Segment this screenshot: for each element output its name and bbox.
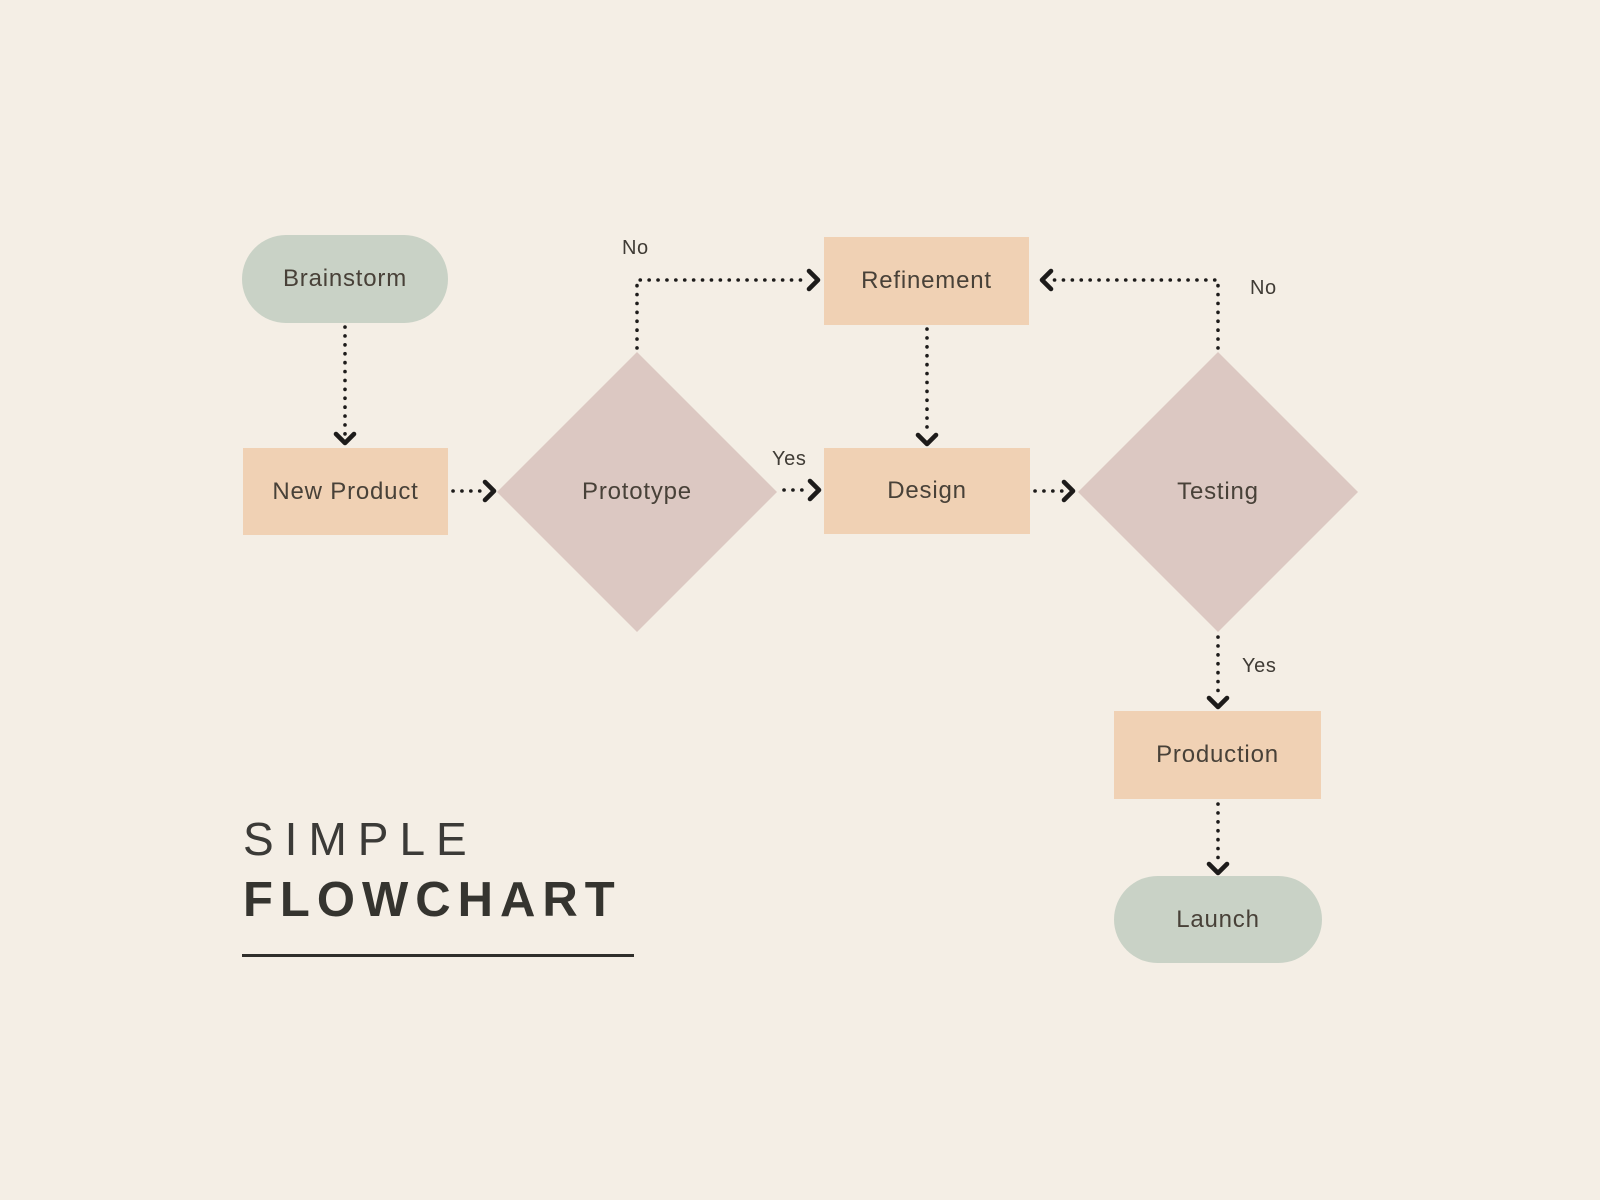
arrowhead-down-new-product <box>333 431 357 446</box>
node-new-product: New Product <box>243 448 448 535</box>
edge-label-testing-no: No <box>1250 277 1277 299</box>
node-design: Design <box>824 448 1030 534</box>
node-brainstorm: Brainstorm <box>242 235 448 323</box>
arrowhead-down-design <box>915 432 939 447</box>
node-testing-label: Testing <box>1177 478 1259 505</box>
arrowhead-down-launch <box>1206 861 1230 876</box>
edge-label-prototype-yes: Yes <box>772 448 807 470</box>
node-brainstorm-label: Brainstorm <box>282 265 408 292</box>
arrowhead-right-design <box>807 478 822 502</box>
node-launch-label: Launch <box>1176 905 1260 933</box>
arrowhead-down-production <box>1206 695 1230 710</box>
node-prototype-label: Prototype <box>582 478 692 505</box>
node-design-label: Design <box>887 477 967 504</box>
arrowhead-right-prototype <box>482 479 497 503</box>
arrowhead-right-refinement <box>806 268 821 292</box>
title-line2: FLOWCHART <box>243 873 622 927</box>
edge-testing-refinement <box>1051 278 1220 350</box>
edge-label-testing-yes: Yes <box>1242 655 1277 677</box>
node-new-product-label: New Product <box>272 477 419 505</box>
edge-prototype-refinement <box>635 278 808 350</box>
node-refinement: Refinement <box>824 237 1029 325</box>
node-refinement-label: Refinement <box>861 267 992 294</box>
arrowhead-left-refinement <box>1039 268 1054 292</box>
title-underline <box>242 954 634 957</box>
node-production: Production <box>1114 711 1321 799</box>
node-launch: Launch <box>1114 876 1322 963</box>
node-production-label: Production <box>1156 741 1279 768</box>
title-line1: SIMPLE <box>243 813 478 865</box>
arrowhead-right-testing <box>1061 479 1076 503</box>
edge-label-prototype-no: No <box>622 237 649 259</box>
